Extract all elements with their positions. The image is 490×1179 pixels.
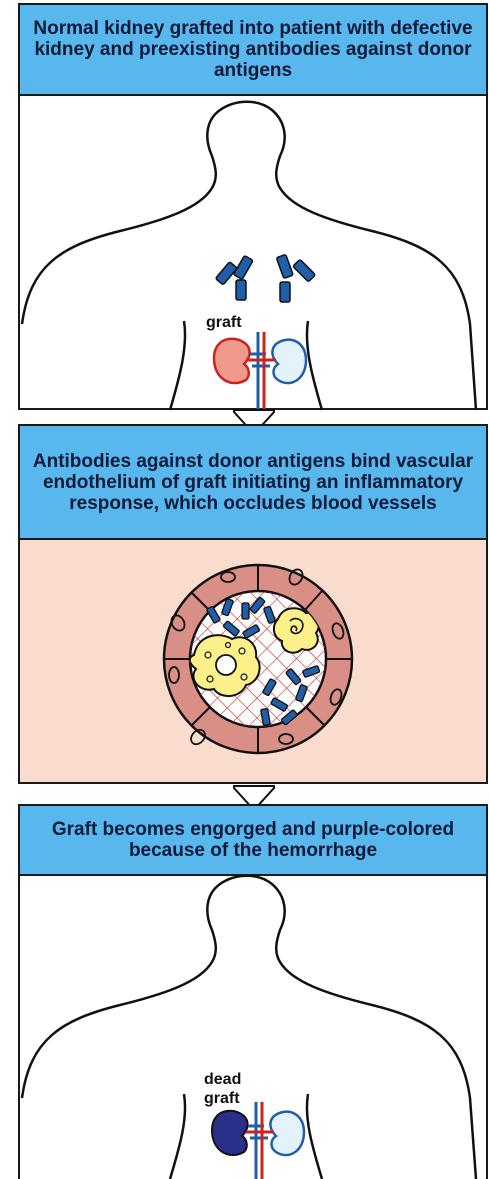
step1-title: Normal kidney grafted into patient with …	[28, 18, 478, 81]
graft-label: graft	[204, 1090, 240, 1107]
step1-illustration: graft	[0, 96, 490, 416]
step2-title: Antibodies against donor antigens bind v…	[28, 451, 478, 514]
blood-vessel-cross-section-icon	[158, 559, 358, 759]
dead-label: dead	[204, 1071, 241, 1088]
native-kidney-icon	[270, 1112, 304, 1155]
graft-label: graft	[206, 314, 242, 331]
step3-illustration: dead graft	[0, 876, 490, 1179]
step3-header: Graft becomes engorged and purple-colore…	[18, 804, 488, 876]
dead-graft-kidney-icon	[212, 1111, 248, 1155]
step2-header: Antibodies against donor antigens bind v…	[18, 424, 488, 540]
human-silhouette-icon	[22, 102, 476, 410]
graft-kidney-icon	[214, 339, 250, 383]
step1-header: Normal kidney grafted into patient with …	[18, 3, 488, 96]
antibody-icon	[215, 255, 253, 300]
native-kidney-icon	[272, 340, 306, 383]
antibody-icon	[276, 254, 315, 302]
step3-title: Graft becomes engorged and purple-colore…	[28, 819, 478, 861]
human-silhouette-icon	[22, 876, 476, 1179]
